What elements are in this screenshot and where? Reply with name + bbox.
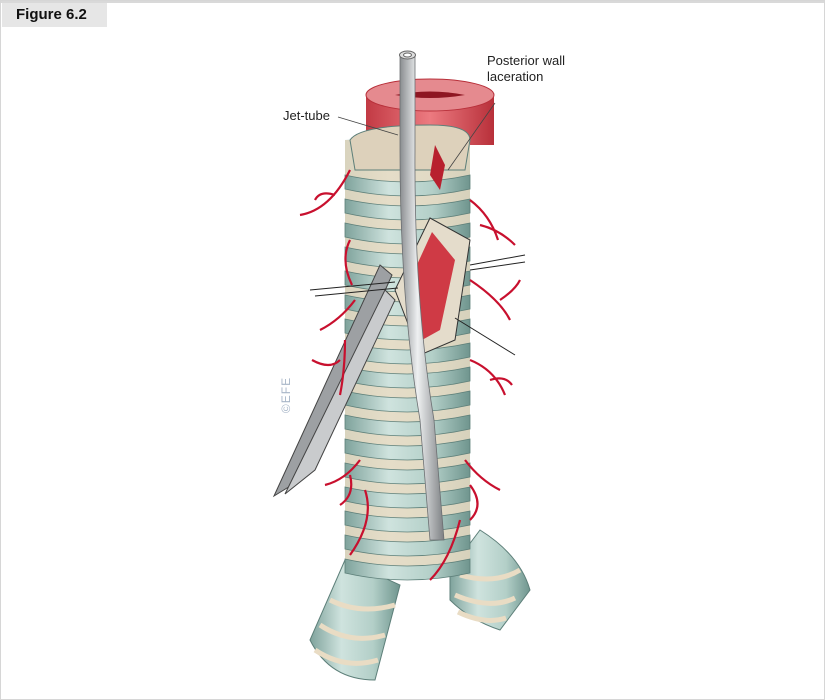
cartilage-ring [344,390,471,413]
copyright-watermark: ©EFE [279,376,294,414]
cartilage-ring [344,342,471,365]
blood-vessels [299,169,521,581]
jet-tube[interactable] [399,50,445,541]
cartilage-ring [344,414,471,437]
cartilage-ring [344,558,471,581]
cartilage-ring [344,438,471,461]
jet-tube-label: Jet-tube [283,108,330,123]
figure-label: Figure 6.2 [2,3,107,27]
stay-sutures [309,254,526,356]
left-bronchus [309,559,401,681]
label-leader-lines [337,102,496,171]
posterior-laceration [430,145,445,190]
top-border [0,0,825,3]
cartilage-ring [344,366,471,389]
esophagus-section [365,78,495,145]
posterior-wall-laceration-label: Posterior wall laceration [487,53,566,84]
